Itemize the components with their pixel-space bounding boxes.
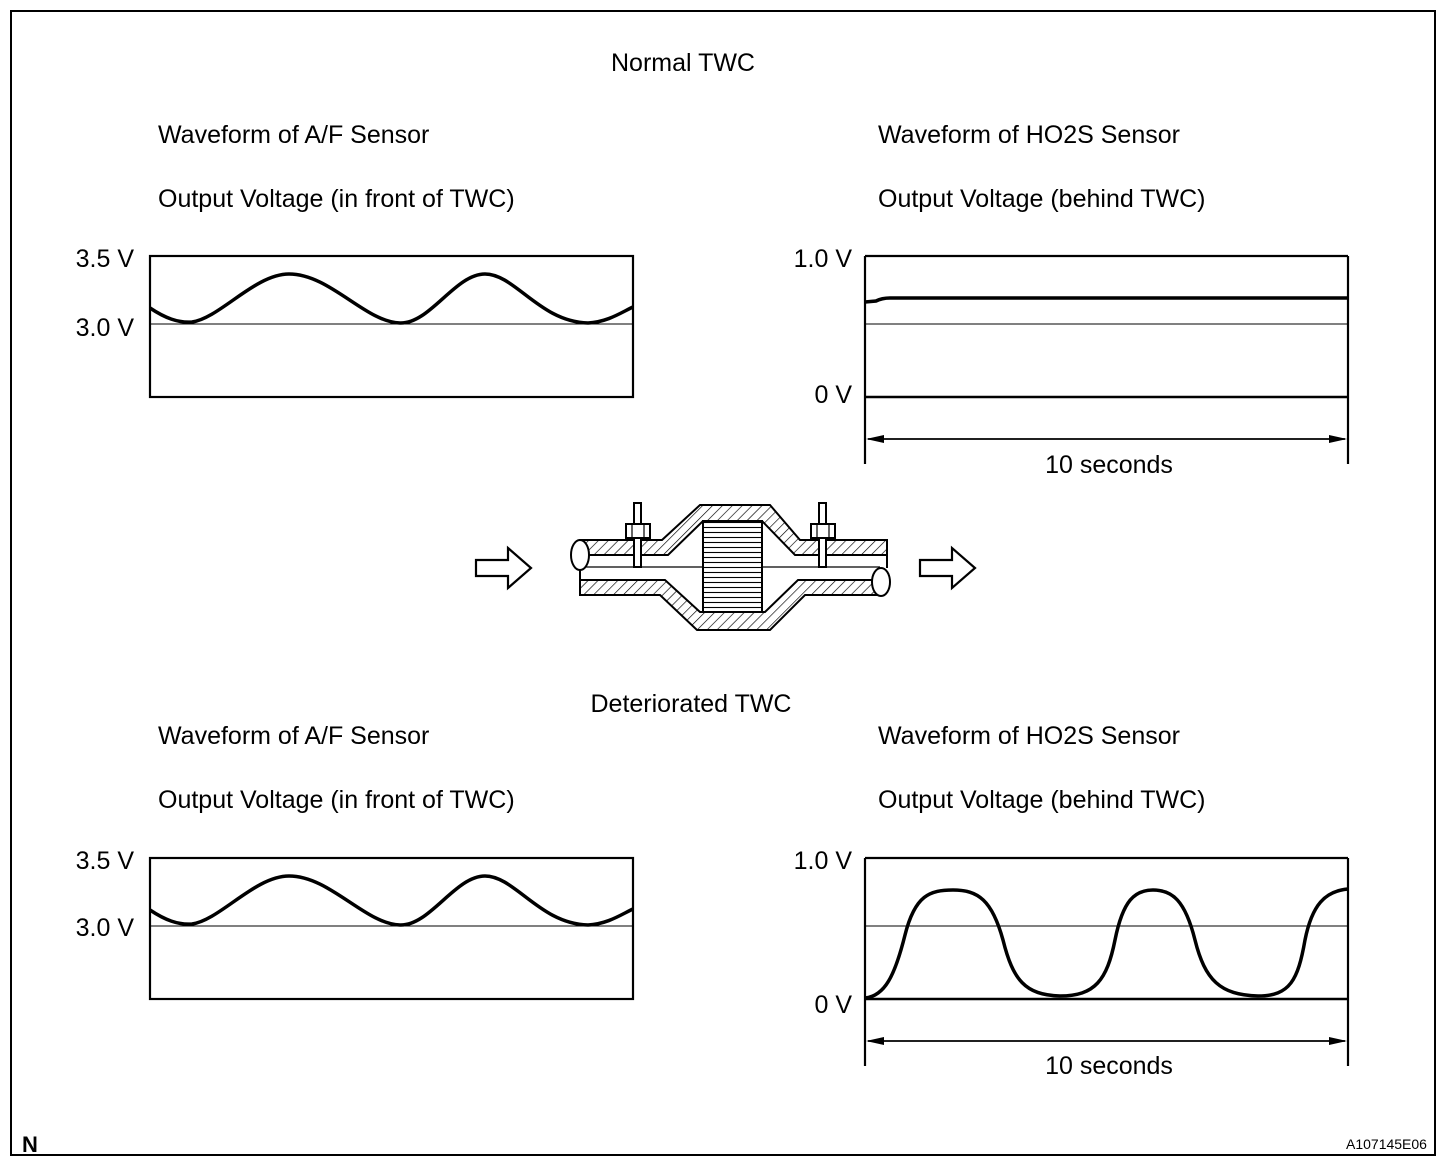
normal-af-waveform xyxy=(149,272,634,325)
af-sensor-icon xyxy=(625,502,651,568)
corner-mark: N xyxy=(22,1132,38,1157)
deteriorated-ho2s-waveform xyxy=(864,887,1349,1000)
deteriorated-ho2s-subtitle: Output Voltage (behind TWC) xyxy=(878,786,1206,814)
deteriorated-af-y-ref: 3.0 V xyxy=(75,914,134,942)
normal-ho2s-waveform xyxy=(864,296,1348,304)
deteriorated-af-chart xyxy=(148,856,635,1001)
catalyst-substrate xyxy=(702,520,763,613)
normal-ho2s-y-low: 0 V xyxy=(814,381,852,409)
ho2s-sensor-icon xyxy=(810,502,836,568)
deteriorated-ho2s-chart xyxy=(863,856,1350,1066)
normal-af-chart-frame xyxy=(148,254,635,399)
normal-ho2s-chart xyxy=(863,254,1350,464)
normal-ho2s-subtitle: Output Voltage (behind TWC) xyxy=(878,185,1206,213)
outlet-arrow-icon xyxy=(918,545,977,591)
normal-af-chart xyxy=(148,254,635,399)
inlet-arrow-icon xyxy=(474,545,533,591)
deteriorated-af-subtitle: Output Voltage (in front of TWC) xyxy=(158,786,515,814)
deteriorated-af-waveform xyxy=(149,874,634,927)
normal-af-y-high: 3.5 V xyxy=(75,245,134,273)
deteriorated-ho2s-y-low: 0 V xyxy=(814,991,852,1019)
deteriorated-ho2s-title: Waveform of HO2S Sensor xyxy=(878,722,1180,750)
twc-converter-illustration xyxy=(570,502,891,631)
deteriorated-title: Deteriorated TWC xyxy=(590,690,792,718)
outlet-pipe-end xyxy=(871,567,891,597)
normal-time-arrow xyxy=(866,435,1347,443)
normal-ho2s-title: Waveform of HO2S Sensor xyxy=(878,121,1180,149)
normal-ho2s-time-label: 10 seconds xyxy=(1045,451,1173,479)
deteriorated-af-title: Waveform of A/F Sensor xyxy=(158,722,430,750)
inlet-pipe-end xyxy=(570,539,590,571)
normal-af-subtitle: Output Voltage (in front of TWC) xyxy=(158,185,515,213)
deteriorated-ho2s-time-label: 10 seconds xyxy=(1045,1052,1173,1080)
normal-af-title: Waveform of A/F Sensor xyxy=(158,121,430,149)
deteriorated-af-chart-frame xyxy=(148,856,635,1001)
figure-frame xyxy=(10,10,1436,1156)
deteriorated-af-y-high: 3.5 V xyxy=(75,847,134,875)
figure-code: A107145E06 xyxy=(1346,1136,1427,1152)
deteriorated-ho2s-y-high: 1.0 V xyxy=(793,847,852,875)
deteriorated-time-arrow xyxy=(866,1037,1347,1045)
normal-af-y-ref: 3.0 V xyxy=(75,314,134,342)
normal-title: Normal TWC xyxy=(611,49,755,77)
normal-ho2s-y-high: 1.0 V xyxy=(793,245,852,273)
